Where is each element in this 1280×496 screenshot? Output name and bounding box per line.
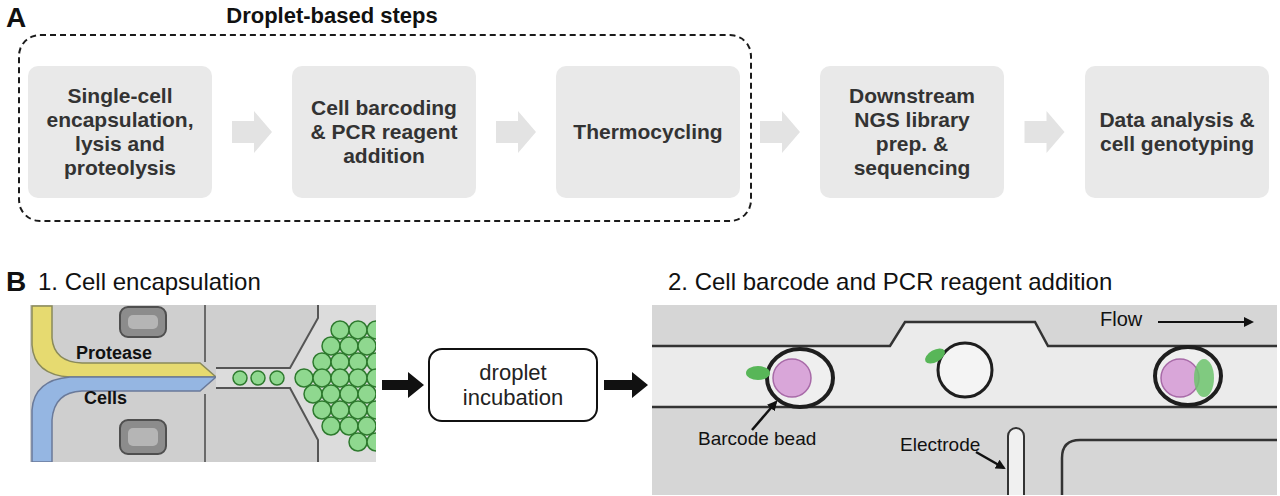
panel-heading: 2. Cell barcode and PCR reagent addition bbox=[668, 268, 1112, 296]
channel-wall bbox=[216, 305, 318, 462]
image-panel: 2. Cell barcode and PCR reagent addition bbox=[652, 305, 1277, 495]
panel-letter: A bbox=[6, 2, 26, 34]
process-box: Data analysis & cell genotyping bbox=[1085, 66, 1269, 198]
panel-letter: B bbox=[6, 266, 26, 298]
filter-block bbox=[120, 420, 166, 454]
block-arrow bbox=[496, 111, 536, 153]
flow-channel bbox=[652, 322, 1277, 407]
process-box: Single-cell encapsulation, lysis and pro… bbox=[28, 66, 212, 198]
process-box: Downstream NGS library prep. & sequencin… bbox=[820, 66, 1004, 198]
channel-label: Protease bbox=[76, 343, 152, 364]
filter-block bbox=[120, 307, 166, 337]
cell bbox=[922, 345, 947, 366]
block-arrow bbox=[760, 111, 800, 153]
callout-label: Electrode bbox=[900, 434, 980, 456]
node-text: droplet incubation bbox=[446, 360, 580, 410]
node-text: Data analysis & cell genotyping bbox=[1095, 108, 1259, 156]
node-text: Downstream NGS library prep. & sequencin… bbox=[830, 84, 994, 180]
protease-channel bbox=[32, 306, 216, 377]
panel-heading: Droplet-based steps bbox=[20, 3, 644, 29]
cell-channel bbox=[32, 377, 216, 462]
block-arrow bbox=[232, 111, 272, 153]
panel-heading: 1. Cell encapsulation bbox=[38, 268, 261, 296]
electrode-symbol bbox=[1008, 428, 1024, 495]
cell-droplets bbox=[233, 321, 376, 451]
group-box: Droplet-based stepsSingle-cell encapsula… bbox=[18, 34, 752, 222]
channel-label: Cells bbox=[84, 388, 127, 409]
callout-label: Barcode bead bbox=[698, 428, 816, 450]
droplet-chamber bbox=[216, 305, 376, 462]
droplet bbox=[767, 349, 833, 407]
channel-wall bbox=[1062, 440, 1277, 495]
barcoding-micrograph bbox=[652, 305, 1277, 495]
process-box: Thermocycling bbox=[556, 66, 740, 198]
encapsulation-micrograph bbox=[30, 305, 376, 462]
chip-background bbox=[30, 305, 376, 462]
barcode-bead bbox=[773, 359, 811, 397]
node-text: Thermocycling bbox=[573, 120, 722, 144]
droplet bbox=[1155, 347, 1221, 405]
node-text: Cell barcoding & PCR reagent addition bbox=[302, 96, 466, 168]
node-text: Single-cell encapsulation, lysis and pro… bbox=[38, 84, 202, 180]
flow-arrow bbox=[1158, 321, 1252, 323]
filter-block bbox=[128, 428, 158, 446]
barcode-bead bbox=[1161, 359, 1199, 397]
process-box: Cell barcoding & PCR reagent addition bbox=[292, 66, 476, 198]
image-panel: 1. Cell encapsulation bbox=[30, 305, 376, 462]
process-box: droplet incubation bbox=[428, 348, 598, 422]
droplet bbox=[938, 343, 992, 397]
flow-arrow bbox=[604, 372, 648, 398]
chip-background bbox=[652, 305, 1277, 495]
block-arrow bbox=[1025, 111, 1065, 153]
leader-line bbox=[752, 402, 776, 430]
filter-block bbox=[128, 315, 158, 329]
flow-arrow bbox=[382, 372, 424, 398]
flow-label: Flow bbox=[1100, 308, 1142, 331]
cell bbox=[746, 366, 770, 380]
cell bbox=[1194, 359, 1214, 397]
